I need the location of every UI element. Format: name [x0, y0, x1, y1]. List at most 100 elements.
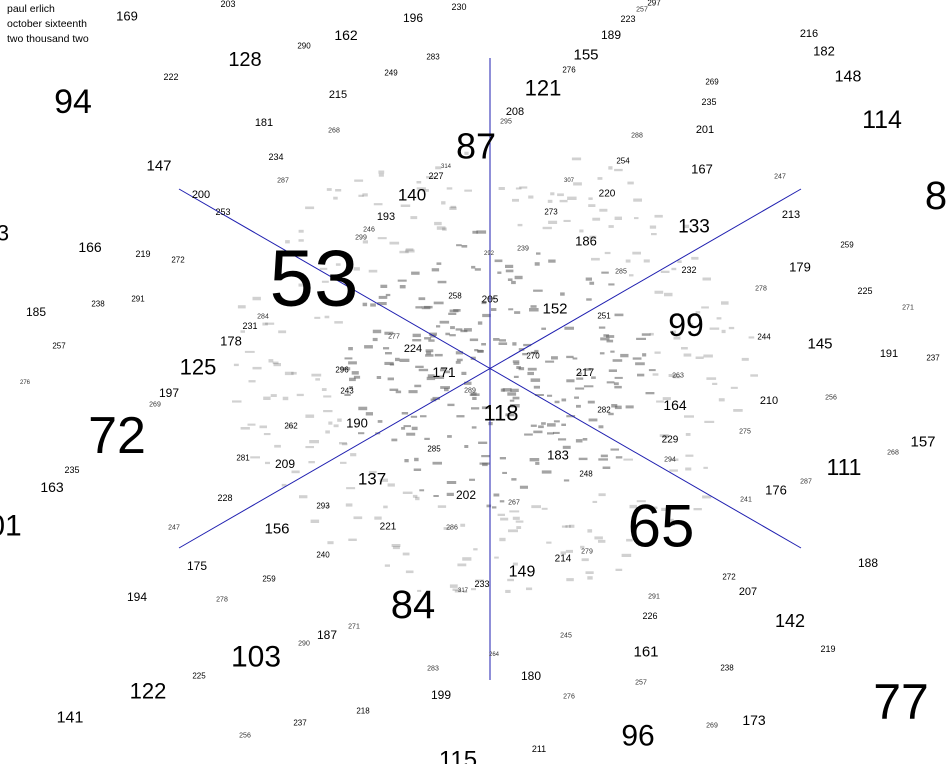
- number-label: 149: [509, 564, 536, 581]
- faint-mark: [566, 415, 576, 418]
- faint-mark: [392, 546, 400, 550]
- faint-mark: [612, 359, 623, 362]
- number-label: 287: [277, 178, 289, 185]
- faint-mark: [333, 424, 339, 428]
- number-label: 148: [835, 69, 862, 86]
- number-label: 200: [192, 189, 210, 201]
- number-label: 288: [631, 133, 643, 140]
- faint-mark: [428, 339, 435, 342]
- number-label: 190: [346, 416, 368, 431]
- faint-mark: [512, 198, 519, 202]
- number-label: 209: [275, 457, 295, 471]
- faint-mark: [487, 297, 496, 300]
- faint-mark: [378, 173, 384, 177]
- number-label: 285: [427, 445, 441, 454]
- faint-mark: [509, 510, 520, 513]
- number-label: 141: [57, 710, 84, 727]
- number-label: 162: [334, 27, 358, 43]
- faint-mark: [247, 423, 256, 426]
- number-label: 128: [228, 49, 261, 71]
- faint-mark: [645, 392, 655, 395]
- faint-mark: [412, 333, 421, 338]
- number-label: 175: [187, 559, 207, 573]
- faint-mark: [395, 390, 402, 394]
- faint-mark: [507, 278, 513, 281]
- number-label: 235: [701, 97, 716, 107]
- number-label: 283: [427, 666, 439, 673]
- number-label: 157: [910, 434, 935, 451]
- faint-mark: [620, 353, 629, 358]
- faint-mark: [600, 454, 608, 458]
- faint-mark: [445, 332, 450, 336]
- faint-mark: [412, 339, 422, 342]
- number-label: 292: [484, 251, 495, 257]
- number-label: 247: [168, 525, 180, 532]
- faint-mark: [589, 235, 597, 239]
- faint-mark: [575, 439, 583, 443]
- number-label: 166: [78, 239, 102, 255]
- faint-mark: [589, 281, 595, 285]
- faint-mark: [685, 433, 691, 436]
- number-label: 72: [88, 407, 146, 465]
- faint-mark: [511, 478, 517, 481]
- faint-mark: [372, 329, 382, 334]
- faint-mark: [299, 495, 308, 499]
- number-label: 263: [672, 373, 684, 380]
- number-label: 241: [740, 497, 752, 504]
- faint-mark: [369, 470, 377, 474]
- faint-mark: [592, 217, 601, 221]
- faint-mark: [348, 347, 353, 351]
- number-label: 289: [464, 388, 476, 395]
- faint-mark: [611, 404, 618, 408]
- faint-mark: [497, 271, 502, 274]
- faint-mark: [505, 413, 515, 417]
- faint-mark: [410, 415, 418, 418]
- number-label: 262: [284, 422, 298, 431]
- faint-mark: [368, 269, 378, 273]
- faint-mark: [416, 181, 422, 184]
- number-label: 179: [789, 260, 811, 275]
- faint-mark: [564, 326, 574, 330]
- number-label: 264: [489, 652, 500, 658]
- faint-mark: [384, 331, 394, 335]
- number-label: 225: [857, 286, 872, 296]
- faint-mark: [615, 456, 623, 459]
- faint-mark: [512, 342, 517, 346]
- faint-mark: [323, 410, 333, 413]
- faint-mark: [486, 504, 492, 508]
- faint-mark: [654, 290, 664, 294]
- faint-mark: [358, 194, 364, 197]
- number-label: 269: [149, 402, 161, 409]
- number-label: 176: [765, 483, 787, 498]
- faint-mark: [408, 390, 418, 394]
- number-label: 185: [26, 305, 46, 319]
- faint-mark: [499, 500, 505, 503]
- number-label: 180: [521, 669, 541, 683]
- number-label: 257: [635, 680, 647, 687]
- faint-mark: [475, 579, 484, 582]
- faint-mark: [648, 506, 658, 509]
- faint-mark: [365, 412, 373, 416]
- faint-mark: [716, 317, 722, 320]
- number-label: 103: [231, 641, 281, 674]
- faint-mark: [477, 350, 484, 353]
- number-label: 155: [573, 47, 598, 64]
- faint-mark: [606, 339, 614, 343]
- faint-mark: [728, 326, 735, 330]
- faint-mark: [507, 578, 514, 582]
- faint-mark: [377, 237, 387, 240]
- faint-mark: [633, 537, 638, 541]
- number-label: 216: [800, 28, 818, 40]
- faint-mark: [460, 523, 466, 527]
- faint-mark: [420, 415, 427, 418]
- faint-mark: [554, 400, 560, 404]
- faint-mark: [298, 239, 304, 242]
- faint-mark: [531, 505, 541, 509]
- faint-mark: [449, 309, 459, 313]
- faint-mark: [455, 351, 463, 355]
- faint-mark: [436, 262, 442, 265]
- faint-mark: [455, 360, 461, 364]
- faint-mark: [455, 328, 463, 331]
- faint-mark: [469, 393, 480, 396]
- faint-mark: [706, 377, 717, 380]
